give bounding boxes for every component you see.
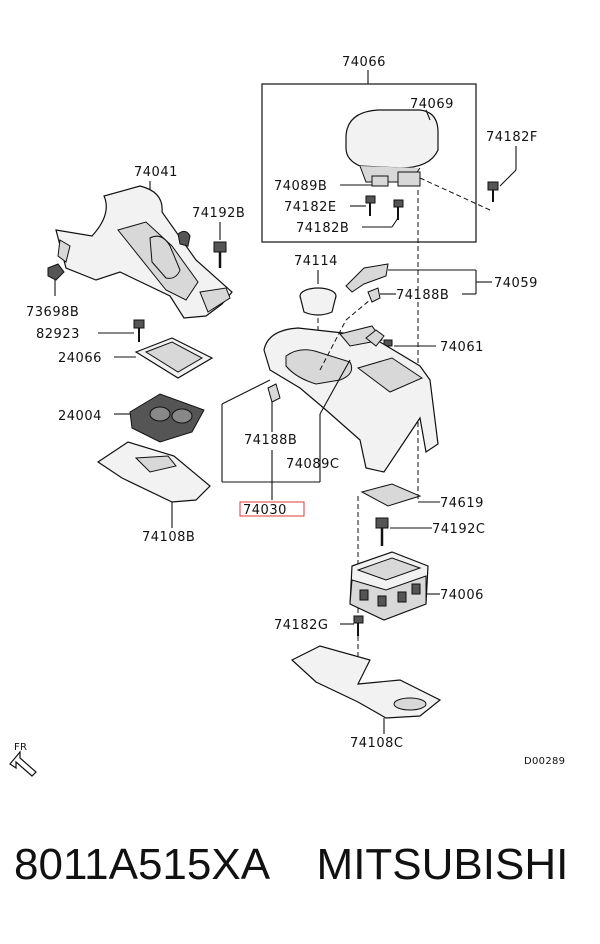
center-console-74030	[263, 325, 439, 473]
label-74108B: 74108B	[142, 530, 195, 545]
shift-boot-24004	[129, 393, 205, 443]
mat-74108C	[290, 645, 442, 719]
label-74188B-mid: 74188B	[244, 433, 297, 448]
label-74006: 74006	[440, 588, 484, 603]
mat-74108B	[96, 441, 211, 503]
diagram-code: D00289	[524, 756, 565, 767]
label-24004: 24004	[58, 409, 102, 424]
label-74030: 74030	[243, 503, 287, 518]
label-74188B-top: 74188B	[396, 288, 449, 303]
screw-74182G	[353, 615, 364, 636]
label-74066: 74066	[342, 55, 386, 70]
bracket-74006	[349, 551, 429, 621]
label-74192C: 74192C	[432, 522, 485, 537]
direction-label: FR	[14, 742, 27, 753]
clip-74188B-top	[367, 287, 381, 303]
cup-holder-74114	[299, 287, 337, 316]
label-74069: 74069	[410, 97, 454, 112]
label-74192B: 74192B	[192, 206, 245, 221]
label-74114: 74114	[294, 254, 338, 269]
label-74182G: 74182G	[274, 618, 328, 633]
bracket-74059	[345, 263, 389, 293]
clip-74188B-mid	[267, 383, 281, 403]
bolt-74192C	[375, 517, 389, 546]
bolt-74192B	[213, 241, 227, 268]
armrest-group-box	[261, 83, 477, 243]
screw-82923	[133, 319, 145, 342]
label-74089B: 74089B	[274, 179, 327, 194]
label-74089C: 74089C	[286, 457, 339, 472]
clip-73698B	[47, 263, 65, 281]
screw-74182B	[393, 199, 404, 220]
label-74061: 74061	[440, 340, 484, 355]
label-74182E: 74182E	[284, 200, 337, 215]
screw-74182F	[487, 181, 499, 202]
screw-74182E	[365, 195, 376, 216]
label-24066: 24066	[58, 351, 102, 366]
front-console	[55, 185, 233, 319]
label-74059: 74059	[494, 276, 538, 291]
label-74108C: 74108C	[350, 736, 403, 751]
armrest-lid	[345, 109, 439, 187]
label-82923: 82923	[36, 327, 80, 342]
label-74619: 74619	[440, 496, 484, 511]
front-arrow-icon	[9, 750, 37, 777]
label-74182B: 74182B	[296, 221, 349, 236]
label-74041: 74041	[134, 165, 178, 180]
part-number-caption: 8011A515XA MITSUBISHI	[14, 840, 569, 889]
label-74182F: 74182F	[486, 130, 538, 145]
pad-74619	[360, 483, 422, 507]
highlight-box-74030	[239, 501, 305, 517]
label-73698B: 73698B	[26, 305, 79, 320]
boot-retainer-24066	[134, 337, 214, 379]
